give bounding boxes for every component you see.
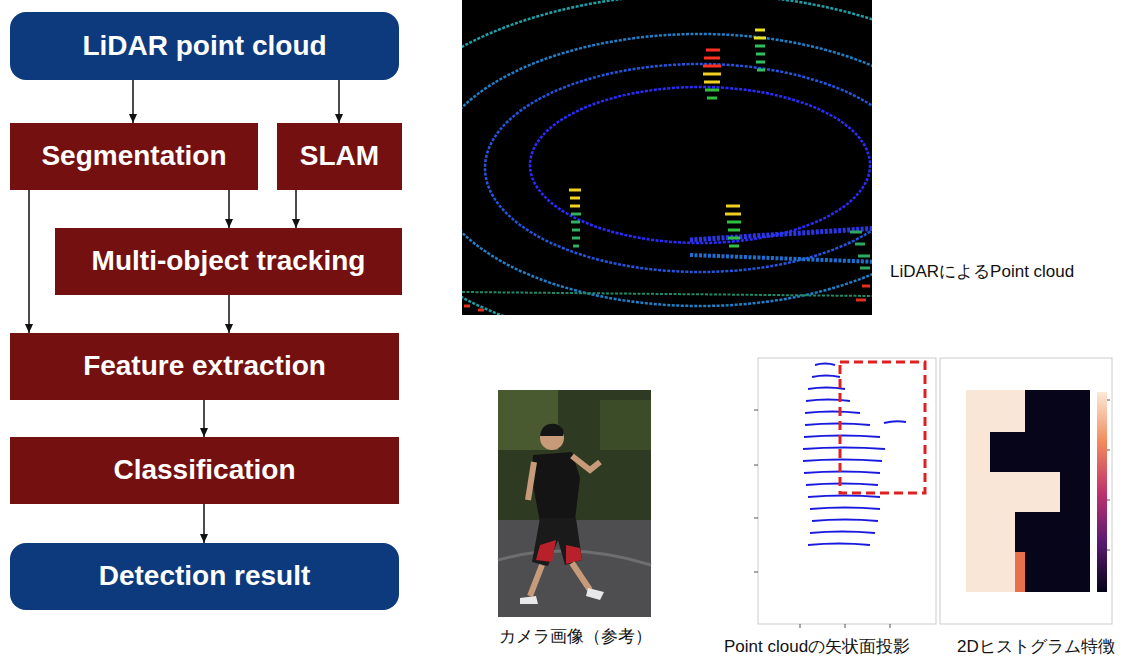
scan-line bbox=[803, 448, 885, 450]
plot-ticks bbox=[754, 410, 890, 628]
process-box: SLAM bbox=[277, 123, 402, 190]
process-box: Segmentation bbox=[10, 123, 258, 190]
scan-line bbox=[806, 484, 878, 486]
histogram-cell bbox=[990, 432, 1090, 472]
pedestrian-points bbox=[725, 206, 741, 214]
colorbar-ticks bbox=[1107, 400, 1110, 550]
node-label: Multi-object tracking bbox=[92, 245, 366, 277]
lidar-ring bbox=[462, 0, 872, 315]
figure-caption: カメラ画像（参考） bbox=[499, 627, 652, 647]
scan-line bbox=[810, 508, 880, 510]
lidar-ground bbox=[462, 292, 872, 296]
pedestrian-points bbox=[464, 306, 484, 310]
lidar-ring bbox=[462, 0, 872, 315]
flow-arrow bbox=[338, 80, 340, 123]
node-label: SLAM bbox=[300, 140, 379, 172]
photo-background bbox=[498, 390, 651, 617]
flow-arrow bbox=[228, 295, 230, 333]
histogram-cell bbox=[1025, 552, 1090, 592]
pedestrian-points bbox=[703, 74, 721, 82]
person-leg bbox=[530, 563, 590, 596]
scan-line bbox=[808, 544, 870, 546]
lidar-pedestrians bbox=[464, 30, 870, 310]
flow-arrow bbox=[203, 400, 205, 437]
pedestrian-points bbox=[727, 222, 741, 246]
scan-line bbox=[812, 376, 840, 378]
scan-line bbox=[805, 424, 870, 426]
flow-arrow bbox=[28, 190, 30, 333]
terminal-box: Detection result bbox=[10, 543, 399, 610]
histogram-cell bbox=[1060, 472, 1090, 512]
colorbar bbox=[1097, 392, 1107, 592]
lidar-ground bbox=[690, 255, 872, 262]
pedestrian-points bbox=[755, 46, 765, 70]
person-pants-print bbox=[536, 540, 582, 564]
histogram-cell bbox=[966, 390, 1090, 592]
lidar-background bbox=[462, 0, 872, 315]
terminal-box: LiDAR point cloud bbox=[10, 12, 399, 80]
process-box: Multi-object tracking bbox=[55, 228, 402, 295]
process-box: Classification bbox=[10, 437, 399, 504]
histogram-cell bbox=[1025, 390, 1090, 432]
person-hair bbox=[540, 424, 564, 436]
scan-line bbox=[884, 421, 906, 423]
flow-arrow bbox=[295, 190, 297, 228]
pedestrian-points bbox=[850, 232, 870, 268]
lidar-ring bbox=[530, 87, 870, 243]
histogram-cell bbox=[1015, 512, 1090, 552]
flow-arrow bbox=[203, 504, 205, 543]
lidar-rings bbox=[462, 0, 872, 315]
scan-line bbox=[804, 472, 880, 474]
lidar-ring bbox=[485, 64, 872, 272]
figure-caption: Point cloudの矢状面投影 bbox=[724, 637, 910, 657]
figure-caption: 2Dヒストグラム特徴 bbox=[957, 637, 1115, 657]
node-label: LiDAR point cloud bbox=[82, 30, 326, 62]
scan-line bbox=[804, 436, 880, 438]
person-arm bbox=[528, 462, 534, 500]
scan-line bbox=[805, 412, 860, 414]
plot-frame bbox=[758, 358, 936, 624]
highlight-box bbox=[840, 362, 925, 493]
scan-line bbox=[810, 532, 875, 534]
plot-frame bbox=[940, 358, 1112, 624]
figure-caption: LiDARによるPoint cloud bbox=[890, 262, 1074, 282]
scan-line bbox=[812, 520, 878, 522]
pedestrian-points bbox=[856, 286, 870, 300]
pedestrian-points bbox=[754, 30, 766, 38]
person-pants bbox=[532, 518, 582, 566]
flow-arrow bbox=[132, 80, 134, 123]
lidar-ring bbox=[462, 34, 872, 306]
person-arm bbox=[572, 456, 600, 470]
pedestrian-points bbox=[569, 190, 581, 206]
scan-line bbox=[808, 496, 880, 498]
person-shoe bbox=[520, 588, 604, 604]
scan-line bbox=[803, 460, 882, 462]
node-label: Segmentation bbox=[41, 140, 226, 172]
scan-line bbox=[815, 364, 835, 366]
node-label: Detection result bbox=[99, 560, 311, 592]
histogram-cell bbox=[1015, 552, 1025, 592]
process-box: Feature extraction bbox=[10, 333, 399, 400]
person-shirt bbox=[532, 452, 580, 522]
flow-arrow bbox=[228, 190, 230, 228]
pedestrian-points bbox=[705, 90, 719, 98]
pedestrian-points bbox=[571, 214, 581, 246]
pedestrian-points bbox=[703, 50, 721, 66]
node-label: Classification bbox=[113, 454, 295, 486]
photo-foliage bbox=[600, 400, 651, 450]
node-label: Feature extraction bbox=[83, 350, 326, 382]
projection-lines bbox=[803, 364, 906, 546]
scan-line bbox=[806, 400, 850, 402]
lidar-ground bbox=[690, 228, 872, 240]
